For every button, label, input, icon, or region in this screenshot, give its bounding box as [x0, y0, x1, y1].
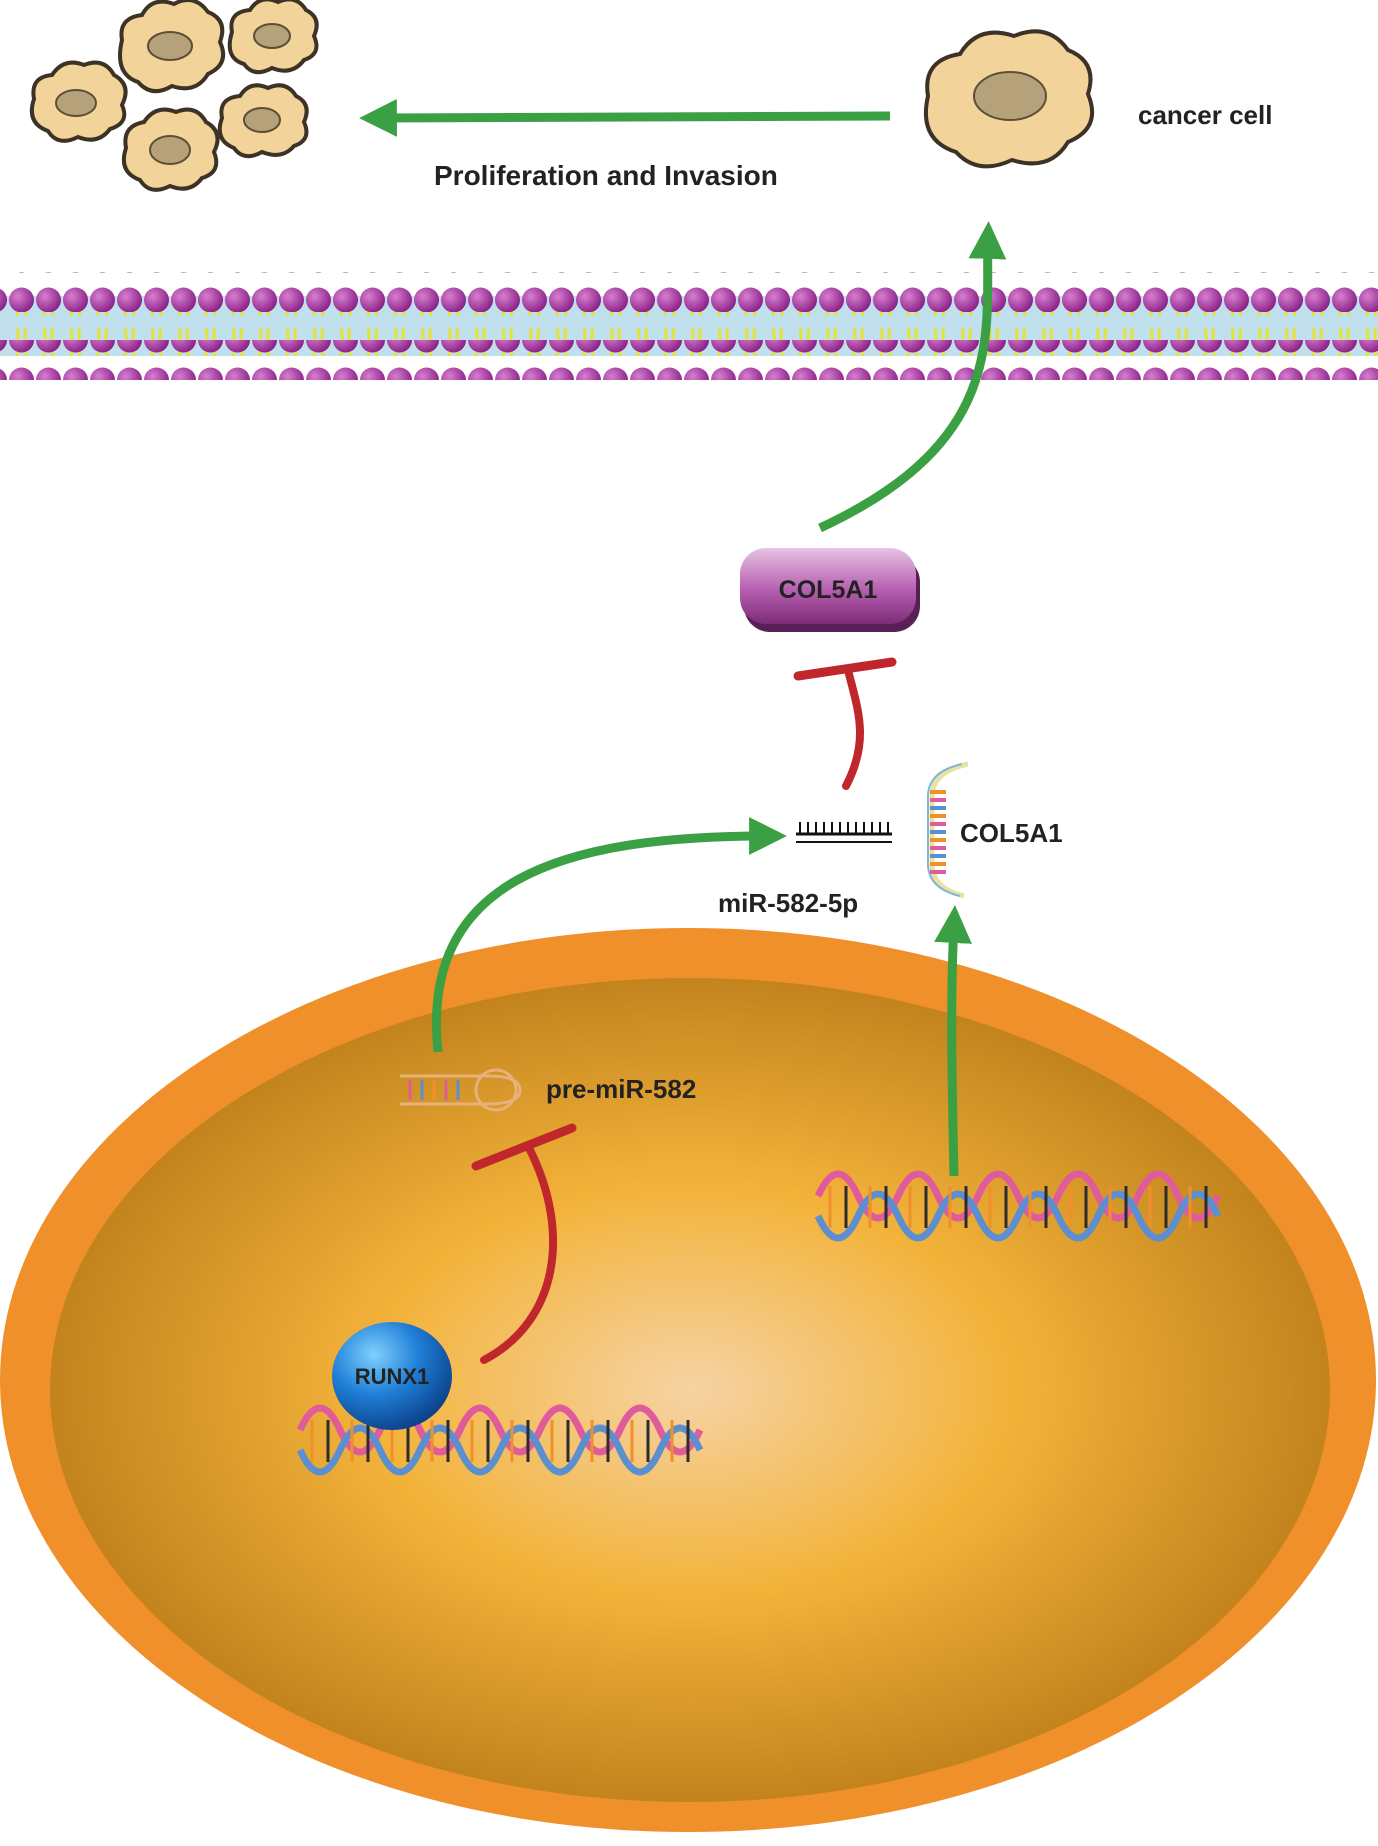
cancer-cell-label: cancer cell — [1138, 100, 1272, 130]
col5a1-protein: COL5A1 — [740, 548, 920, 632]
proliferation-label: Proliferation and Invasion — [434, 160, 778, 191]
cancer-cell-icon — [217, 83, 309, 159]
dna-to-mrna-arrow — [934, 905, 972, 1177]
dna-helix-icon — [814, 1170, 1222, 1242]
mirna-label: miR-582-5p — [718, 888, 858, 918]
nucleus-icon — [0, 928, 1376, 1832]
cancer-cell-icon — [923, 29, 1094, 169]
mirna-duplex-icon — [796, 822, 892, 843]
mirna-inhibition — [793, 657, 897, 790]
hairpin-rna-icon — [400, 1068, 522, 1112]
cancer-cell-cluster — [29, 0, 319, 192]
col5a1-mrna-label: COL5A1 — [960, 818, 1063, 848]
runx1-label: RUNX1 — [355, 1364, 430, 1389]
col5a1-protein-label: COL5A1 — [779, 576, 878, 604]
mrna-strand-icon — [926, 761, 969, 899]
runx1-protein-icon: RUNX1 — [332, 1322, 452, 1430]
pre-mirna-label: pre-miR-582 — [546, 1074, 696, 1104]
cancer-cell-icon — [227, 0, 319, 75]
col5a1-to-cell-arrow — [818, 221, 1007, 533]
cancer-cell-icon — [118, 0, 225, 94]
cell-membrane-icon — [0, 272, 1378, 380]
proliferation-arrow — [359, 99, 891, 137]
premir-to-mirna-arrow — [432, 817, 787, 1053]
runx1-inhibition — [471, 1123, 577, 1364]
cancer-cell-icon — [29, 60, 128, 143]
cancer-cell-icon — [121, 107, 220, 192]
